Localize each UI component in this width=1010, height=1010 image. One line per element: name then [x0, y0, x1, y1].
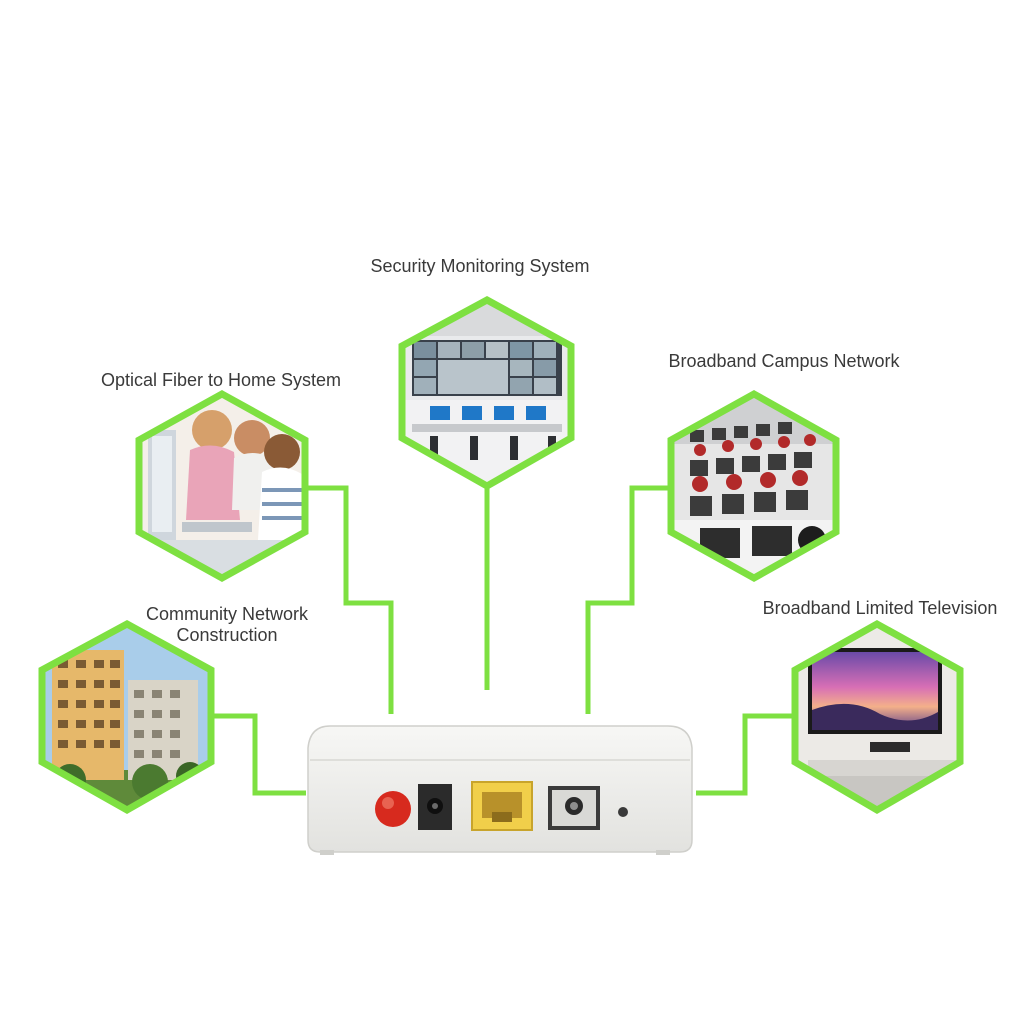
hex-campus [667, 389, 840, 583]
dc-jack [418, 784, 452, 830]
connectors [211, 485, 795, 796]
pon-port [548, 786, 600, 830]
hex-ftth [135, 389, 309, 583]
connector-tv [696, 713, 795, 796]
label-security: Security Monitoring System [370, 256, 590, 276]
control-room-icon [402, 300, 571, 486]
label-tv: Broadband Limited Television [762, 598, 998, 618]
label-community-line2: Construction [176, 625, 278, 645]
lan-port [471, 781, 533, 831]
wall-television-icon [795, 624, 960, 810]
hex-security [398, 296, 575, 491]
label-community-line1: Community Network [145, 604, 309, 624]
apartment-building-icon [42, 624, 211, 810]
hex-tv [791, 619, 964, 815]
family-computer-icon [139, 394, 305, 578]
connector-campus [585, 485, 671, 714]
hex-community [38, 620, 215, 815]
onu-device [307, 725, 693, 855]
computer-lab-icon [671, 394, 836, 578]
reset-hole [618, 807, 628, 817]
connector-community [211, 713, 306, 796]
power-button [375, 791, 411, 827]
label-campus: Broadband Campus Network [668, 351, 900, 371]
connector-ftth [305, 485, 394, 714]
label-ftth: Optical Fiber to Home System [100, 370, 342, 390]
